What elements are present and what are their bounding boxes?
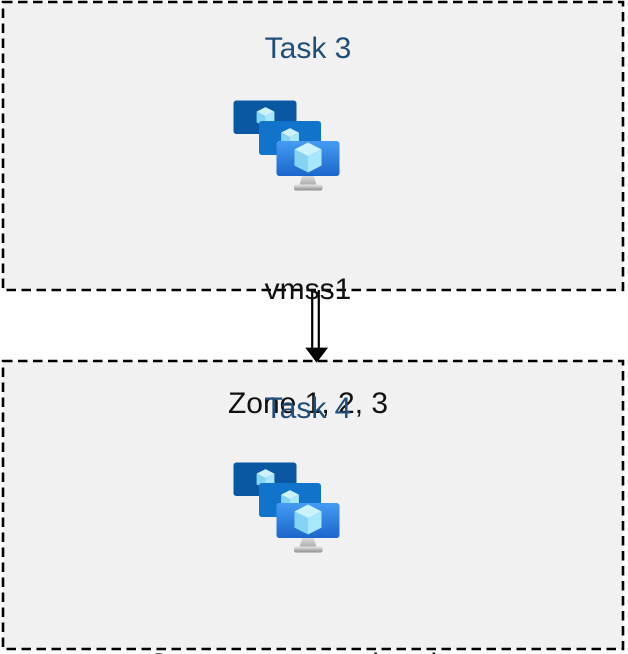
- connector-arrow: [305, 290, 329, 363]
- task4-label-line: Custom auto scale rules: [0, 646, 622, 654]
- task3-labels: vmss1 Zone 1, 2, 3: [0, 195, 622, 499]
- task3-label-line: Zone 1, 2, 3: [227, 387, 389, 420]
- task4-title: Task 4: [264, 392, 352, 425]
- connector-arrowhead: [305, 347, 329, 363]
- task3-label-line: vmss1: [264, 273, 352, 306]
- task4-labels: Custom auto scale rules: [0, 570, 622, 654]
- task3-title: Task 3: [264, 32, 352, 65]
